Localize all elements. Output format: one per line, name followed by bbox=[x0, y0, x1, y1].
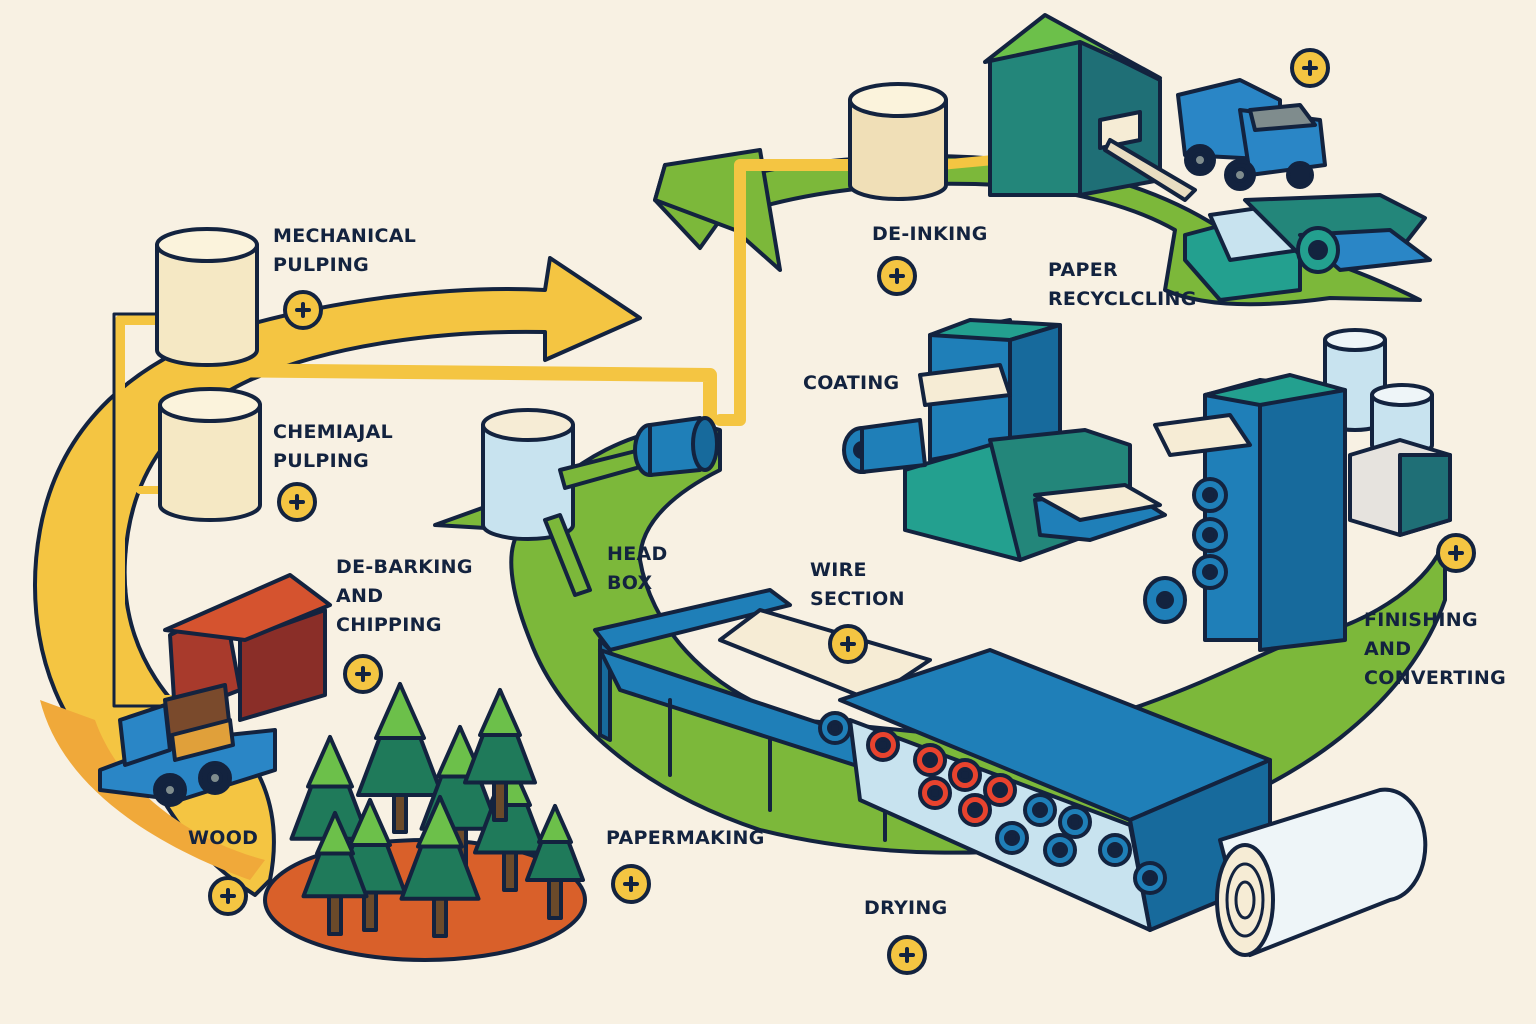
roller bbox=[1133, 861, 1167, 895]
roller bbox=[948, 758, 982, 792]
tree bbox=[356, 682, 444, 834]
plus-icon-mechanical-pulping[interactable] bbox=[283, 290, 323, 330]
pipe-up bbox=[714, 159, 866, 426]
finishing-machine bbox=[1143, 328, 1452, 652]
paper-roll bbox=[1215, 787, 1428, 957]
roller bbox=[958, 793, 992, 827]
pump bbox=[543, 416, 719, 597]
plus-icon-wood[interactable] bbox=[208, 876, 248, 916]
mechanical-pulping-tank bbox=[155, 227, 259, 367]
label-coating: COATING bbox=[803, 372, 900, 394]
tree bbox=[463, 688, 537, 822]
label-drying: DRYING bbox=[864, 897, 948, 919]
tree bbox=[525, 804, 585, 920]
roller bbox=[918, 776, 952, 810]
pipe-horizontal bbox=[203, 363, 717, 427]
recycling-machine bbox=[1183, 193, 1432, 302]
recycling-arrow-shadow bbox=[653, 148, 782, 272]
pulp-flow-tail bbox=[40, 700, 265, 880]
head-box-tank bbox=[481, 408, 575, 541]
roller bbox=[1023, 793, 1057, 827]
recycling-truck bbox=[1176, 78, 1327, 191]
roller bbox=[1098, 833, 1132, 867]
plus-icon-chemical-pulping[interactable] bbox=[277, 482, 317, 522]
plus-icon-debarking-chipping[interactable] bbox=[343, 654, 383, 694]
plus-icon-de-inking[interactable] bbox=[877, 256, 917, 296]
coating-machine bbox=[842, 318, 1167, 562]
roller bbox=[995, 821, 1029, 855]
plus-icon-wire-section[interactable] bbox=[828, 624, 868, 664]
debarking-shed bbox=[163, 573, 332, 722]
log-truck bbox=[98, 683, 277, 807]
roller bbox=[1043, 833, 1077, 867]
roller bbox=[866, 728, 900, 762]
tree bbox=[399, 795, 481, 938]
label-wood: WOOD bbox=[188, 827, 259, 849]
drying-rollers bbox=[818, 711, 1167, 895]
de-inking-tank bbox=[848, 82, 948, 201]
roller bbox=[818, 711, 852, 745]
plus-icon-drying[interactable] bbox=[887, 935, 927, 975]
chemical-pulping-tank bbox=[158, 387, 262, 522]
label-papermaking: PAPERMAKING bbox=[606, 827, 765, 849]
pipe-vertical-left bbox=[115, 315, 185, 705]
tree bbox=[301, 811, 369, 936]
forest bbox=[263, 682, 587, 962]
roller bbox=[1058, 805, 1092, 839]
plus-icon-finishing-converting[interactable] bbox=[1436, 533, 1476, 573]
pipe-outline-left bbox=[112, 312, 182, 708]
plus-icon-papermaking[interactable] bbox=[611, 864, 651, 904]
label-de-inking: DE-INKING bbox=[872, 223, 988, 245]
roller bbox=[913, 743, 947, 777]
roller bbox=[983, 773, 1017, 807]
de-inking-building bbox=[983, 13, 1197, 202]
plus-icon-paper-recycling[interactable] bbox=[1290, 48, 1330, 88]
